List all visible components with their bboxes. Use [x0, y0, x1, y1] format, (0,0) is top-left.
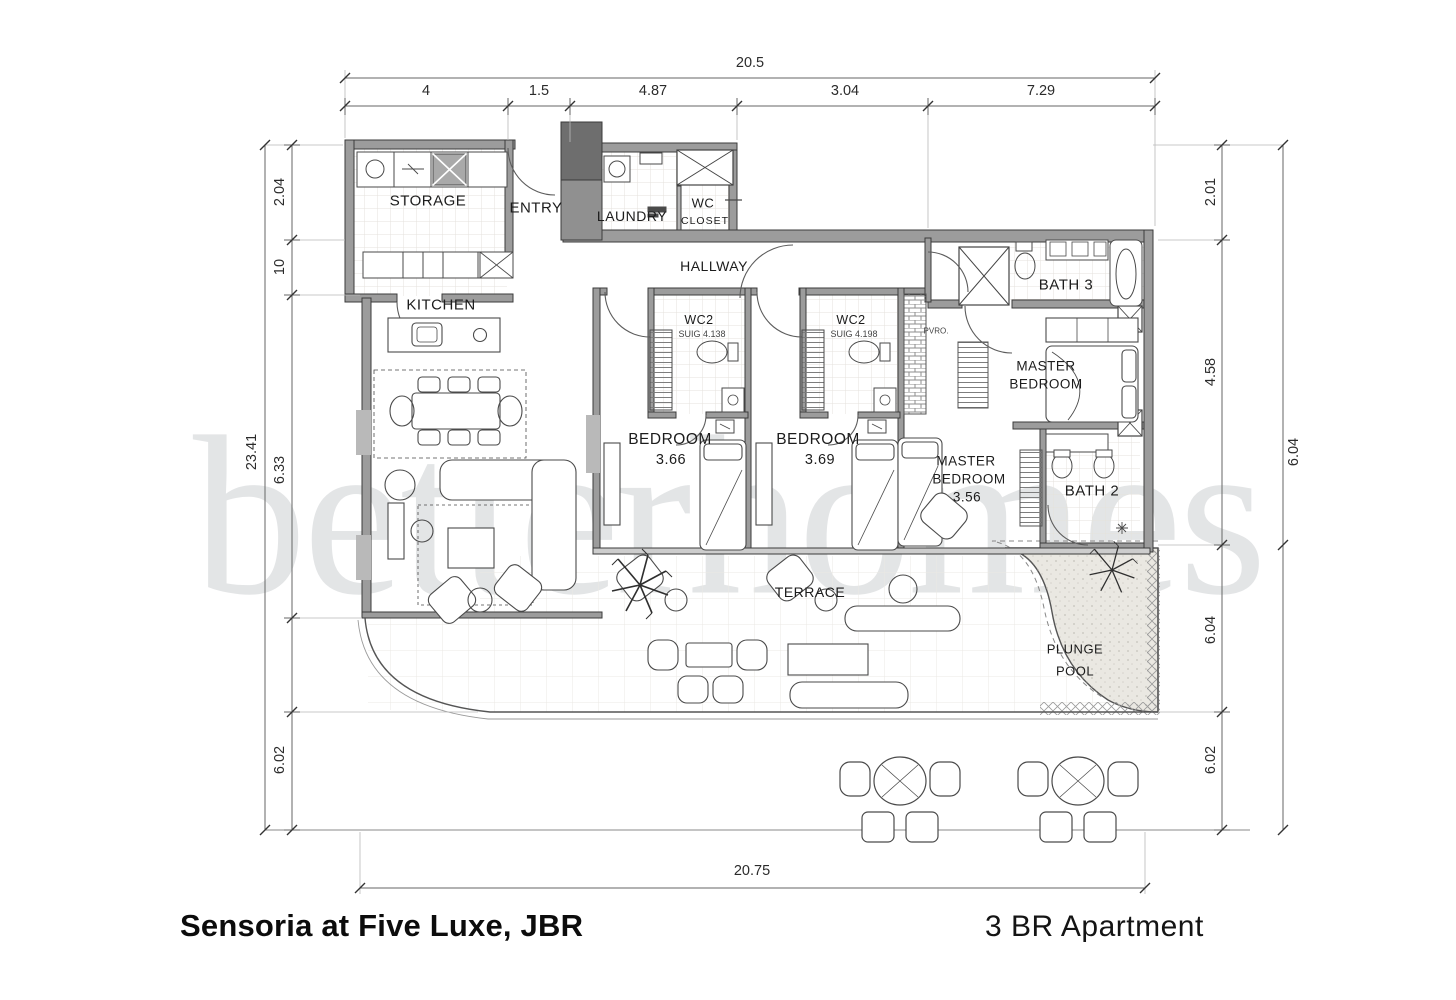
bath2-fixtures: [1045, 433, 1128, 534]
dim-left-seg-1: 2.04: [272, 177, 288, 207]
room-label-master-mid-size: 3.56: [952, 489, 982, 505]
room-label-entry: ENTRY: [509, 199, 563, 217]
room-label-wc-closet: CLOSET: [680, 215, 730, 227]
plants: [611, 540, 1138, 620]
outdoor-furniture: [839, 756, 1139, 843]
room-label-bedroom-left: BEDROOM: [628, 431, 712, 448]
room-label-bedroom-mid: BEDROOM: [776, 431, 860, 448]
dimension-lines: [259, 70, 1289, 894]
room-label-laundry: LAUNDRY: [596, 208, 668, 224]
dim-right-seg-4: 6.02: [1203, 745, 1219, 775]
dim-right-seg-1: 2.01: [1203, 177, 1219, 207]
room-label-wc2-right-note: SUIG 4.198: [830, 329, 878, 339]
room-label-kitchen: KITCHEN: [406, 296, 476, 314]
dim-bottom-total: 20.75: [733, 863, 771, 879]
room-label-storage: STORAGE: [389, 192, 467, 210]
room-label-master-right-1: MASTER: [1016, 358, 1076, 374]
dim-left-total: 23.41: [244, 433, 260, 471]
dim-top-seg-2: 1.5: [528, 83, 550, 99]
kitchen-fixtures: [387, 317, 501, 353]
bath3-fixtures: [1014, 239, 1143, 307]
dim-top-total: 20.5: [735, 55, 765, 71]
dining-furniture: [373, 369, 527, 459]
wc2-right-fixtures: [801, 329, 897, 434]
storage-cabinets: [356, 151, 514, 279]
living-furniture: [384, 459, 577, 624]
terrace-furniture: [647, 574, 961, 709]
laundry-fixtures: [603, 152, 742, 218]
room-label-bedroom-mid-size: 3.69: [804, 452, 836, 468]
plan-subtitle: 3 BR Apartment: [985, 910, 1204, 943]
room-label-master-mid-2: BEDROOM: [932, 471, 1006, 487]
master-mid-furniture: [897, 437, 968, 547]
bedroom-mid-furniture: [755, 439, 899, 612]
room-label-master-right-2: BEDROOM: [1009, 376, 1083, 392]
dim-top-seg-4: 3.04: [830, 83, 860, 99]
room-label-bath2: BATH 2: [1064, 482, 1120, 500]
room-label-wc2-right: WC2: [836, 313, 866, 327]
dim-right-seg-3: 6.04: [1203, 615, 1219, 645]
room-label-terrace: TERRACE: [774, 584, 846, 600]
dim-left-seg-2: 10: [272, 258, 288, 276]
room-label-plunge-1: PLUNGE: [1046, 641, 1104, 657]
structural-column: [560, 121, 603, 241]
plan-title: Sensoria at Five Luxe, JBR: [180, 908, 584, 943]
dim-top-seg-3: 4.87: [638, 83, 668, 99]
wardrobe-hatches: [903, 293, 1043, 527]
dim-right-outer: 6.04: [1286, 437, 1302, 467]
master-right-furniture: [1045, 317, 1139, 423]
room-label-wc2-left-note: SUIG 4.138: [678, 329, 726, 339]
room-label-master-mid-1: MASTER: [936, 453, 996, 469]
room-label-bedroom-left-size: 3.66: [655, 452, 687, 468]
dim-top-seg-5: 7.29: [1026, 83, 1056, 99]
room-label-plunge-2: POOL: [1055, 663, 1095, 679]
dim-left-seg-4: 6.02: [272, 745, 288, 775]
room-label-wc2-left: WC2: [684, 313, 714, 327]
room-label-hallway: HALLWAY: [680, 258, 748, 274]
dim-right-seg-2: 4.58: [1203, 357, 1219, 387]
dim-top-seg-1: 4: [421, 83, 431, 99]
wc2-left-fixtures: [649, 329, 745, 434]
room-label-pvro: PVRO.: [923, 326, 949, 336]
room-label-wc: WC: [691, 195, 715, 211]
dim-left-seg-3: 6.33: [272, 455, 288, 485]
room-label-bath3: BATH 3: [1038, 276, 1094, 294]
